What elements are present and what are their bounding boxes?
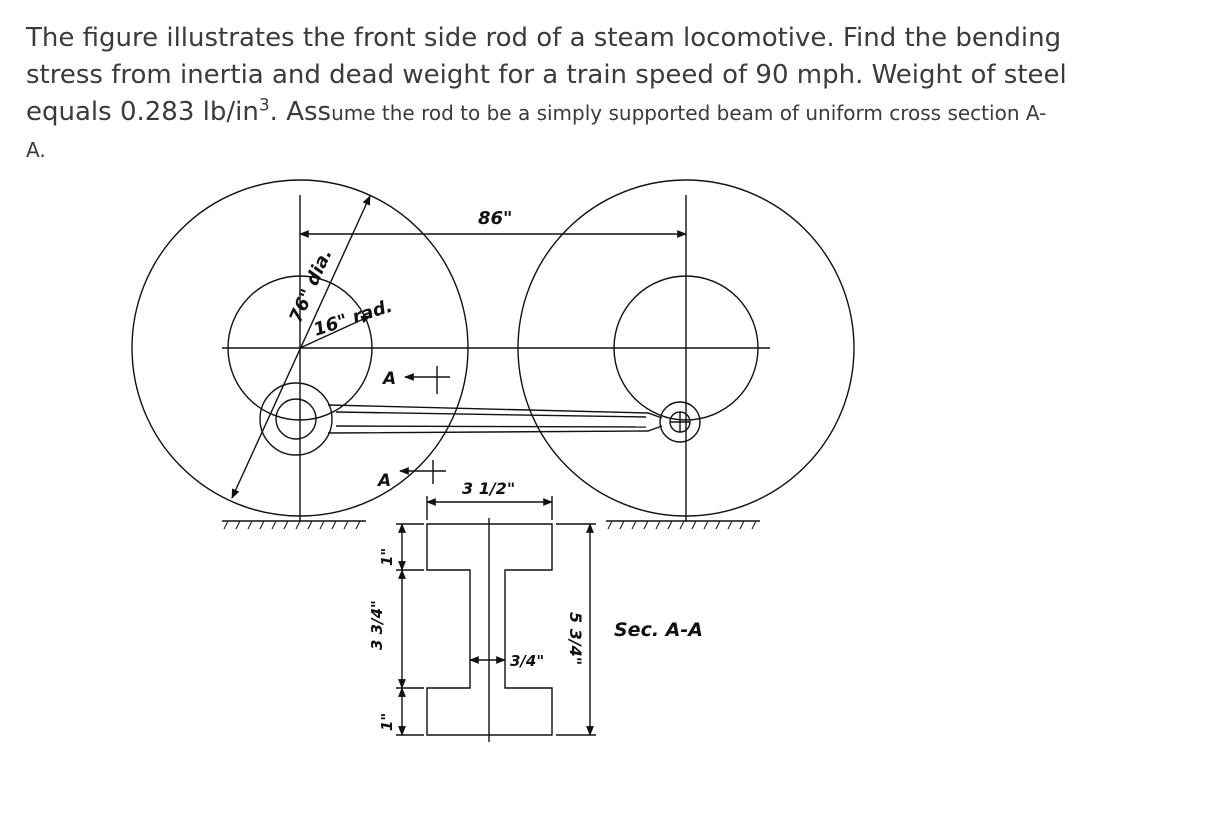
section-label-lower: A: [376, 471, 391, 491]
flange-top-label: 1": [378, 548, 396, 566]
section-title: Sec. A-A: [614, 619, 703, 641]
section-marker-lower: [400, 460, 446, 484]
flange-bottom-label: 1": [378, 713, 396, 731]
problem-line-1: The figure illustrates the front side ro…: [26, 23, 1062, 53]
problem-line-3-c: ume the rod to be a simply supported bea…: [331, 101, 1047, 125]
web-thickness-label: 3/4": [510, 652, 544, 670]
crank-radius-label: 16" rad.: [311, 296, 395, 341]
section-marker-upper: [405, 366, 450, 394]
radius-leader: [299, 315, 371, 349]
i-beam-section: [426, 523, 553, 736]
rod-right-boss: [659, 401, 701, 443]
height-label: 5 3/4": [566, 612, 585, 665]
inner-height-label: 3 3/4": [368, 600, 386, 650]
width-label: 3 1/2": [462, 479, 515, 498]
problem-line-3-a: equals 0.283 lb/in: [26, 97, 259, 127]
rod-left-boss: [259, 382, 333, 456]
problem-line-4: A.: [26, 138, 46, 162]
section-label-upper: A: [381, 369, 396, 389]
problem-line-3-b: . Ass: [269, 97, 332, 127]
rod-left-pin: [275, 398, 317, 440]
problem-statement: The figure illustrates the front side ro…: [26, 20, 1206, 169]
span-label: 86": [478, 208, 512, 229]
superscript-3: 3: [258, 95, 270, 116]
rod-body: [327, 404, 663, 434]
problem-line-2: stress from inertia and dead weight for …: [26, 60, 1067, 90]
problem-line-3: equals 0.283 lb/in3. Assume the rod to b…: [26, 94, 1206, 132]
